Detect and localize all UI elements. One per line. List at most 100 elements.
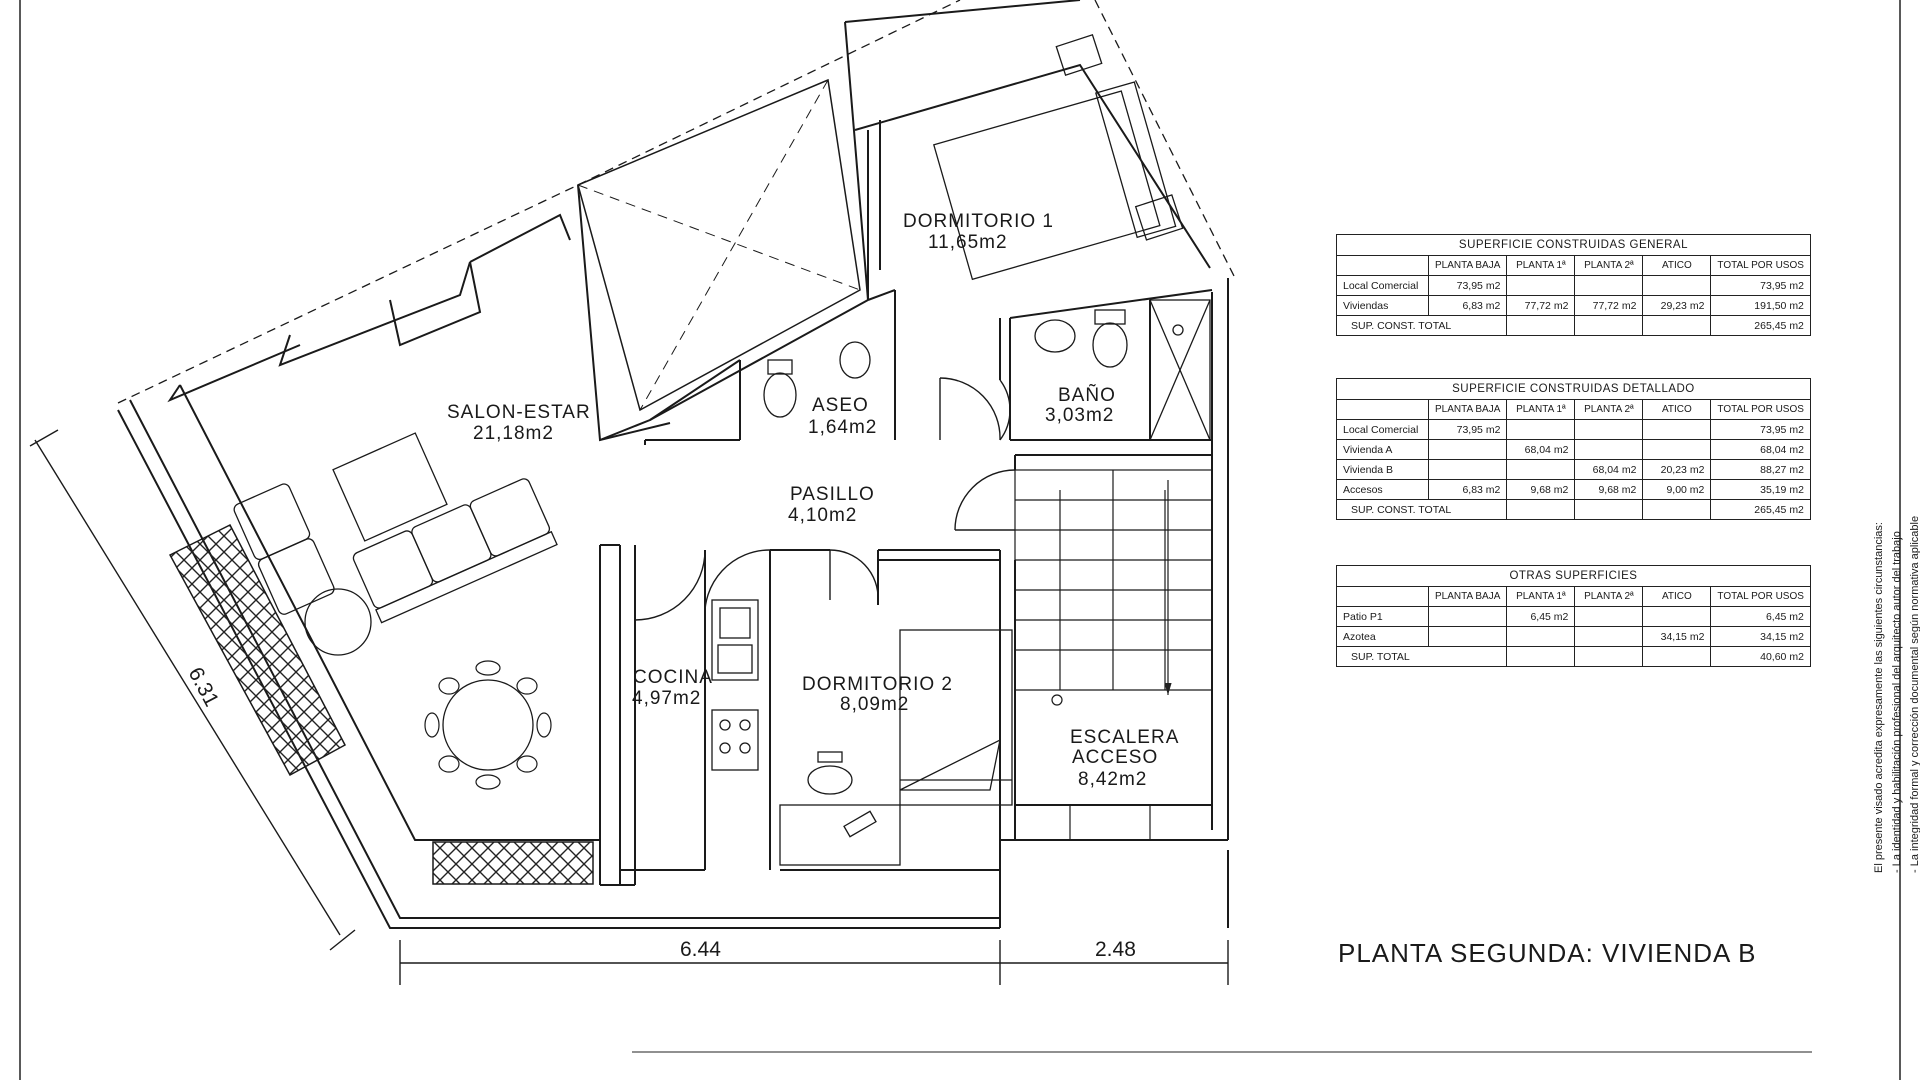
cell: 9,68 m2 (1574, 479, 1644, 500)
cell: 9,00 m2 (1642, 479, 1712, 500)
row-label: Patio P1 (1336, 606, 1429, 627)
table-superficie-general: SUPERFICIE CONSTRUIDAS GENERAL PLANTA BA… (1335, 234, 1811, 336)
cell: 73,95 m2 (1427, 275, 1508, 296)
header-cell: PLANTA 1ª (1506, 255, 1576, 276)
total-label: SUP. CONST. TOTAL (1335, 315, 1508, 336)
exterior-walls (117, 0, 1236, 929)
cell: 34,15 m2 (1642, 626, 1712, 647)
table-total-row: SUP. CONST. TOTAL 265,45 m2 (1335, 315, 1811, 336)
legal-line: El presente visado acredita expresamente… (1873, 522, 1885, 873)
room-name-escalera: ESCALERA (1070, 727, 1179, 748)
cell (1506, 626, 1576, 647)
visado-legal-text: El presente visado acredita expresamente… (1870, 516, 1920, 873)
table-total-row: SUP. CONST. TOTAL 265,45 m2 (1335, 499, 1811, 520)
room-name-salon: SALON-ESTAR (447, 402, 591, 423)
room-name-dorm2: DORMITORIO 2 (802, 674, 953, 695)
header-cell: PLANTA BAJA (1427, 399, 1508, 420)
row-label: Vivienda B (1336, 459, 1429, 480)
row-label: Azotea (1336, 626, 1429, 647)
cell (1427, 459, 1508, 480)
header-cell (1336, 255, 1429, 276)
cell: 6,83 m2 (1427, 295, 1508, 316)
room-name-dorm1: DORMITORIO 1 (903, 211, 1054, 232)
table-row: Viviendas 6,83 m2 77,72 m2 77,72 m2 29,2… (1336, 295, 1811, 316)
table-row: Local Comercial 73,95 m2 73,95 m2 (1336, 419, 1811, 440)
header-cell: TOTAL POR USOS (1710, 399, 1811, 420)
header-cell: PLANTA 2ª (1574, 255, 1644, 276)
cell: 34,15 m2 (1710, 626, 1811, 647)
cell: 88,27 m2 (1710, 459, 1811, 480)
header-cell: ATICO (1642, 255, 1712, 276)
cell (1574, 439, 1644, 460)
cell (1506, 459, 1576, 480)
cell (1642, 275, 1712, 296)
header-cell: PLANTA 1ª (1506, 586, 1576, 607)
room-name-aseo: ASEO (812, 395, 869, 416)
table-title: SUPERFICIE CONSTRUIDAS DETALLADO (1336, 378, 1811, 399)
header-cell: ATICO (1642, 586, 1712, 607)
cell: 73,95 m2 (1710, 419, 1811, 440)
row-label: Local Comercial (1336, 275, 1429, 296)
room-area-bano: 3,03m2 (1045, 405, 1114, 426)
cell: 191,50 m2 (1710, 295, 1811, 316)
header-cell: PLANTA 2ª (1574, 399, 1644, 420)
room-name-cocina: COCINA (633, 667, 713, 688)
room-area-pasillo: 4,10m2 (788, 505, 857, 526)
cell: 9,68 m2 (1506, 479, 1576, 500)
cell (1574, 275, 1644, 296)
table-row: Vivienda B 68,04 m2 20,23 m2 88,27 m2 (1336, 459, 1811, 480)
cell: 6,45 m2 (1710, 606, 1811, 627)
table-row: Accesos 6,83 m2 9,68 m2 9,68 m2 9,00 m2 … (1336, 479, 1811, 500)
cell (1427, 606, 1508, 627)
cell: 6,83 m2 (1427, 479, 1508, 500)
header-cell: PLANTA BAJA (1427, 255, 1508, 276)
table-otras-superficies: OTRAS SUPERFICIES PLANTA BAJA PLANTA 1ª … (1335, 565, 1811, 667)
cell (1427, 439, 1508, 460)
table-row: Vivienda A 68,04 m2 68,04 m2 (1336, 439, 1811, 460)
row-label: Local Comercial (1336, 419, 1429, 440)
cell: 6,45 m2 (1506, 606, 1576, 627)
total-value: 265,45 m2 (1710, 499, 1811, 520)
table-header-row: PLANTA BAJA PLANTA 1ª PLANTA 2ª ATICO TO… (1336, 586, 1811, 607)
cell (1506, 275, 1576, 296)
dimension-bottom-right: 2.48 (1095, 938, 1136, 961)
room-area-escalera: 8,42m2 (1078, 769, 1147, 790)
room-area-salon: 21,18m2 (473, 423, 554, 444)
cell: 77,72 m2 (1574, 295, 1644, 316)
cell: 77,72 m2 (1506, 295, 1576, 316)
header-cell: PLANTA 1ª (1506, 399, 1576, 420)
cell (1574, 606, 1644, 627)
light-well (577, 78, 861, 412)
total-label: SUP. CONST. TOTAL (1335, 499, 1508, 520)
doors (634, 377, 1016, 621)
terrace-paving (168, 523, 594, 885)
room-area-dorm1: 11,65m2 (928, 232, 1008, 253)
cell: 20,23 m2 (1642, 459, 1712, 480)
table-title: SUPERFICIE CONSTRUIDAS GENERAL (1336, 234, 1811, 255)
cell: 35,19 m2 (1710, 479, 1811, 500)
row-label: Accesos (1336, 479, 1429, 500)
cell (1427, 626, 1508, 647)
table-row: Local Comercial 73,95 m2 73,95 m2 (1336, 275, 1811, 296)
cell (1642, 419, 1712, 440)
cell: 68,04 m2 (1574, 459, 1644, 480)
table-header-row: PLANTA BAJA PLANTA 1ª PLANTA 2ª ATICO TO… (1336, 255, 1811, 276)
stairs (1014, 469, 1213, 841)
cell (1642, 439, 1712, 460)
legal-line: - La identidad y habilitación profesiona… (1891, 531, 1903, 873)
table-superficie-detallado: SUPERFICIE CONSTRUIDAS DETALLADO PLANTA … (1335, 378, 1811, 520)
table-header-row: PLANTA BAJA PLANTA 1ª PLANTA 2ª ATICO TO… (1336, 399, 1811, 420)
plan-title: PLANTA SEGUNDA: VIVIENDA B (1338, 938, 1757, 968)
total-value: 40,60 m2 (1710, 646, 1811, 667)
room-name-bano: BAÑO (1058, 384, 1116, 406)
header-cell: PLANTA 2ª (1574, 586, 1644, 607)
header-cell: TOTAL POR USOS (1710, 586, 1811, 607)
total-value: 265,45 m2 (1710, 315, 1811, 336)
legal-line: - La integridad formal y corrección docu… (1909, 515, 1920, 873)
dimension-lines (29, 429, 1229, 985)
room-area-aseo: 1,64m2 (808, 417, 877, 438)
table-title: OTRAS SUPERFICIES (1336, 565, 1811, 586)
cell (1574, 419, 1644, 440)
header-cell: TOTAL POR USOS (1710, 255, 1811, 276)
